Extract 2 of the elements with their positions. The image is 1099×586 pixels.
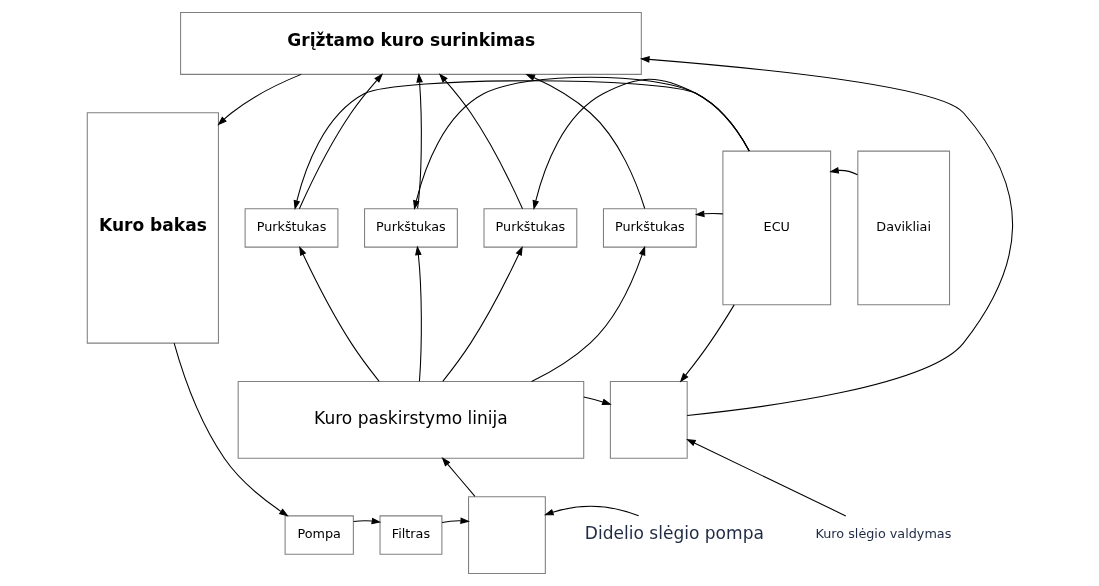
node-text: Kuro slėgio valdymas [814,526,951,542]
node-text: Didelio slėgio pompa [584,523,764,544]
